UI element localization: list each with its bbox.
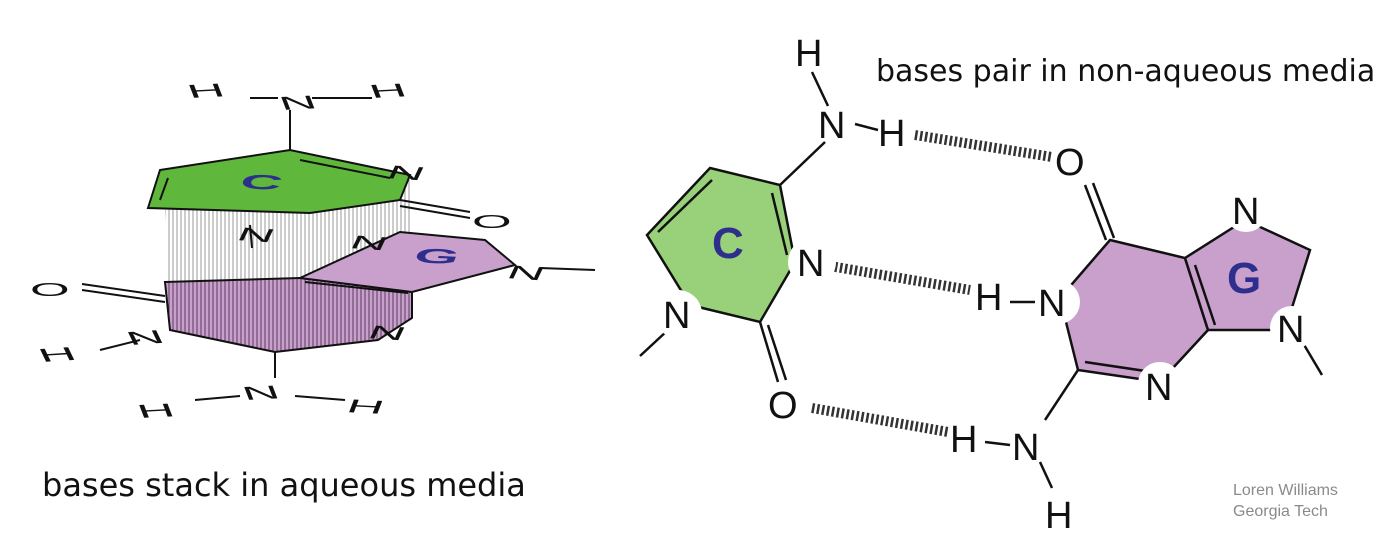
atom-label: N xyxy=(663,295,690,337)
atom-label: N xyxy=(1232,191,1259,233)
base-pair-illustration: H N H O N H N N O H N H N N N C G xyxy=(639,33,1324,537)
stacked-guanine-letter: G xyxy=(410,244,463,269)
stacked-atom-label: N xyxy=(346,232,392,255)
stacked-atom-label: N xyxy=(239,382,283,405)
stacked-atom-label: N xyxy=(503,262,549,285)
stacked-atom-label: N xyxy=(276,92,320,115)
stacked-atom-label: H xyxy=(343,396,387,419)
stacked-atom-label: H xyxy=(184,80,228,103)
atom-label: O xyxy=(768,385,798,427)
stacked-atom-label: H xyxy=(366,80,410,103)
atom-label: H xyxy=(975,277,1002,319)
guanine-letter: G xyxy=(1227,254,1261,303)
atom-label: N xyxy=(1277,309,1304,351)
pairing-caption: bases pair in non-aqueous media xyxy=(876,54,1376,89)
atom-label: H xyxy=(878,113,905,155)
hydrogen-bonds xyxy=(811,130,1053,437)
atom-label: N xyxy=(818,105,845,147)
stacked-atom-label: O xyxy=(472,211,512,232)
stacked-atom-label: N xyxy=(364,322,410,345)
stacked-atom-label: N xyxy=(383,162,429,185)
atom-label: N xyxy=(797,243,824,285)
stacked-atom-label: O xyxy=(30,279,70,300)
atom-label: H xyxy=(950,419,977,461)
stacked-bases-illustration: H N H N O N N N O N N H N H H C G xyxy=(30,80,596,423)
atom-label: N xyxy=(1145,367,1172,409)
atom-label: N xyxy=(1012,427,1039,469)
credit-author: Loren Williams xyxy=(1233,482,1338,499)
stacked-atom-label: H xyxy=(34,343,80,366)
stacked-atom-label: N xyxy=(233,224,279,247)
stacking-caption: bases stack in aqueous media xyxy=(42,466,526,504)
stacked-atom-label: H xyxy=(134,400,178,423)
atom-label: H xyxy=(795,33,822,75)
guanine-stacked-five-ring xyxy=(296,230,518,294)
atom-label: O xyxy=(1055,142,1085,184)
atom-label: N xyxy=(1038,283,1065,325)
stacked-atom-label: N xyxy=(122,326,168,349)
stacked-cytosine-letter: C xyxy=(236,170,286,194)
atom-label: H xyxy=(1045,495,1072,537)
credit-institution: Georgia Tech xyxy=(1233,503,1328,520)
cytosine-letter: C xyxy=(712,219,744,268)
